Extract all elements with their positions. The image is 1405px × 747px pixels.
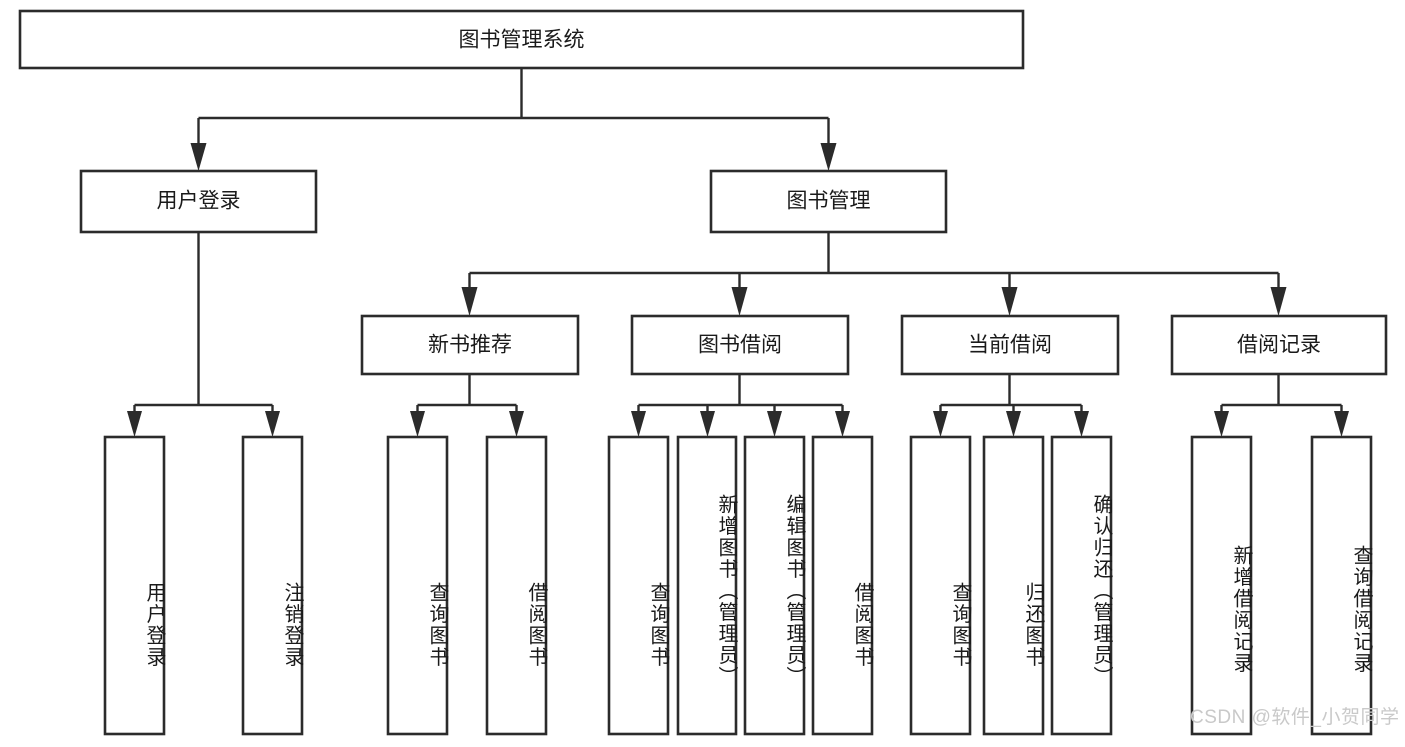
node-book-manage-box[interactable] [709,169,948,234]
arrowhead-book-manage [820,143,837,171]
node-leaf-borrow-book-rec-box[interactable] [485,435,548,736]
arrowhead-leaf-borrow-book-rec [509,411,524,437]
node-leaf-add-book-box[interactable] [676,435,738,736]
arrowhead-leaf-add-book [700,411,715,437]
node-leaf-query-borrow-record-box[interactable] [1310,435,1373,736]
node-root-box[interactable] [18,9,1025,70]
connector-group-root [190,68,837,171]
connector-group-new-book-recommend [410,374,524,437]
node-borrow-record-label: 借阅记录 [1237,334,1321,357]
node-user-login-label: 用户登录 [157,190,241,213]
node-book-manage-label: 图书管理 [787,190,871,213]
node-book-borrow[interactable]: 图书借阅 [630,314,850,376]
node-new-book-recommend-box[interactable] [360,314,580,376]
node-leaf-logout-box[interactable] [241,435,304,736]
node-leaf-add-borrow-record-box[interactable] [1190,435,1253,736]
arrowhead-user-login [190,143,207,171]
csdn-watermark: CSDN @软件_小贺同学 [1190,707,1400,728]
arrowhead-leaf-edit-book [767,411,782,437]
node-book-borrow-label: 图书借阅 [698,334,782,357]
leaf-boxes [103,435,1373,736]
node-borrow-record[interactable]: 借阅记录 [1170,314,1388,376]
node-new-book-recommend-label: 新书推荐 [428,334,512,357]
node-user-login-box[interactable] [79,169,318,234]
arrowhead-leaf-query-book-current [933,411,948,437]
arrowhead-new-book-recommend [461,287,478,316]
arrowhead-leaf-query-book-rec [410,411,425,437]
node-user-login[interactable]: 用户登录 [79,169,318,234]
node-leaf-return-book-box[interactable] [982,435,1045,736]
node-current-borrow-label: 当前借阅 [968,334,1052,357]
node-borrow-record-box[interactable] [1170,314,1388,376]
node-book-borrow-box[interactable] [630,314,850,376]
arrowhead-leaf-logout [265,411,280,437]
arrowhead-borrow-record [1270,287,1287,316]
arrowhead-leaf-user-login [127,411,142,437]
arrowhead-leaf-query-book-borrow [631,411,646,437]
node-root-label: 图书管理系统 [459,29,585,52]
connector-group-current-borrow [933,374,1089,437]
arrowhead-leaf-add-borrow-record [1214,411,1229,437]
connector-group-book-manage [461,232,1287,316]
arrowhead-current-borrow [1001,287,1018,316]
node-new-book-recommend[interactable]: 新书推荐 [360,314,580,376]
node-current-borrow[interactable]: 当前借阅 [900,314,1120,376]
arrowhead-leaf-borrow-book [835,411,850,437]
arrowhead-leaf-confirm-return [1074,411,1089,437]
node-leaf-query-book-borrow-box[interactable] [607,435,670,736]
node-leaf-query-book-current-box[interactable] [909,435,972,736]
arrowhead-leaf-return-book [1006,411,1021,437]
arrowhead-book-borrow [731,287,748,316]
node-leaf-edit-book-box[interactable] [743,435,806,736]
node-root[interactable]: 图书管理系统 [18,9,1025,70]
node-leaf-user-login-box[interactable] [103,435,166,736]
arrowhead-leaf-query-borrow-record [1334,411,1349,437]
connector-group-user-login [127,232,280,437]
node-book-manage[interactable]: 图书管理 [709,169,948,234]
node-current-borrow-box[interactable] [900,314,1120,376]
node-leaf-borrow-book-box[interactable] [811,435,874,736]
connector-group-book-borrow [631,374,850,437]
connector-group-borrow-record [1214,374,1349,437]
node-leaf-query-book-rec-box[interactable] [386,435,449,736]
node-leaf-confirm-return-box[interactable] [1050,435,1113,736]
